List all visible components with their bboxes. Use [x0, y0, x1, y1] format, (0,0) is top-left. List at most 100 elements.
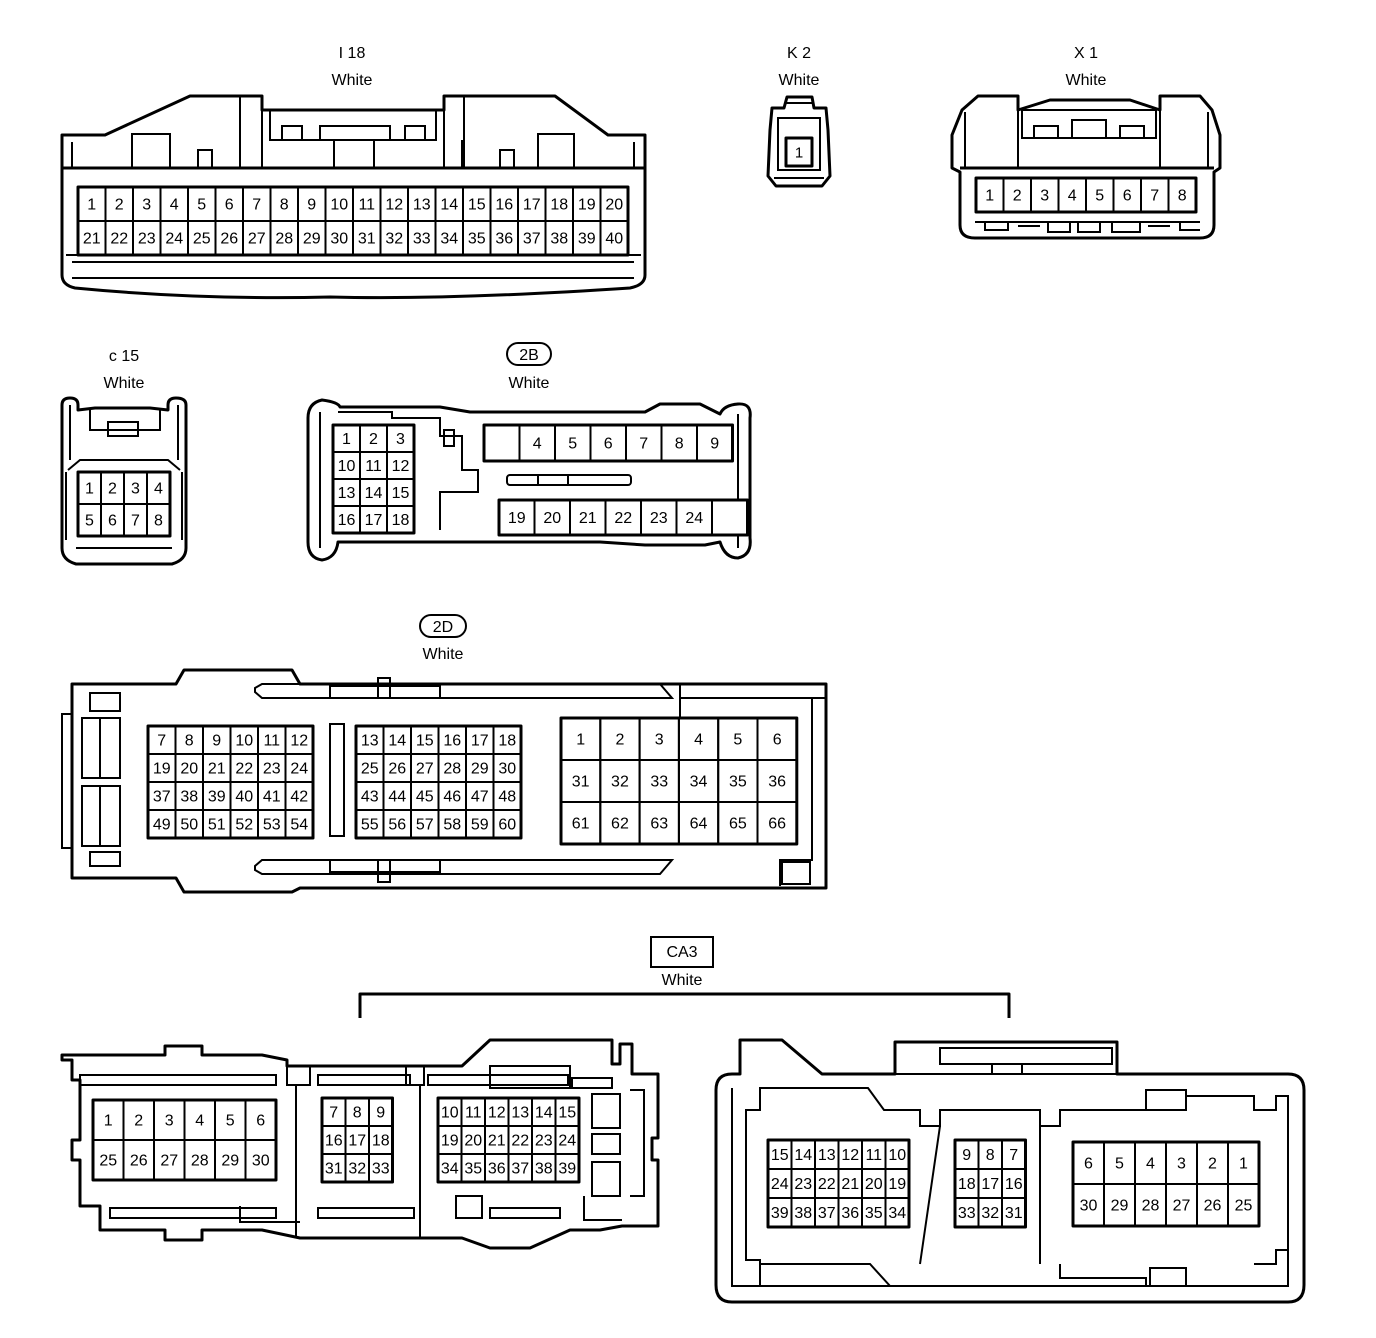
- pin-number: 7: [1150, 188, 1159, 205]
- pin-number: 36: [768, 774, 786, 791]
- connector-x1-code: X 1: [1074, 45, 1098, 62]
- pin-number: 35: [464, 1161, 482, 1178]
- pin-number: 19: [578, 197, 596, 214]
- pin-number: 20: [605, 197, 623, 214]
- pin-number: 28: [1142, 1198, 1160, 1215]
- pin-number: 16: [495, 197, 513, 214]
- pin-number: 22: [110, 231, 128, 248]
- pin-number: 37: [511, 1161, 529, 1178]
- pin-number: 15: [558, 1105, 576, 1122]
- pin-number: 36: [495, 231, 513, 248]
- pin-number: 58: [443, 817, 461, 834]
- pin-number: 35: [729, 774, 747, 791]
- pin-number: 8: [675, 436, 684, 453]
- pin-cell: [1001, 1197, 1027, 1228]
- pin-number: 27: [248, 231, 266, 248]
- pin-number: 22: [511, 1133, 529, 1150]
- pin-number: 28: [275, 231, 293, 248]
- pin-cell: [884, 1197, 910, 1228]
- pin-number: 52: [235, 817, 253, 834]
- pin-number: 27: [1173, 1198, 1191, 1215]
- pin-number: 16: [1005, 1176, 1023, 1193]
- pin-number: 31: [358, 231, 376, 248]
- pin-number: 1: [85, 481, 94, 498]
- pin-number: 53: [263, 817, 281, 834]
- connector-2d-code: 2D: [433, 619, 453, 636]
- pin-number: 24: [771, 1176, 789, 1193]
- pin-number: 22: [614, 510, 632, 527]
- pin-number: 3: [396, 431, 405, 448]
- pin-number: 9: [307, 197, 316, 214]
- pin-number: 36: [841, 1205, 859, 1222]
- connector-k2-code: K 2: [787, 45, 811, 62]
- pin-number: 11: [465, 1105, 482, 1122]
- pin-number: 23: [535, 1133, 553, 1150]
- pin-number: 39: [208, 789, 226, 806]
- pin-number: 32: [385, 231, 403, 248]
- pin-number: 17: [471, 733, 489, 750]
- pin-number: 13: [818, 1147, 836, 1164]
- pin-number: 26: [130, 1153, 148, 1170]
- pin-number: 21: [83, 231, 101, 248]
- pin-cell: [244, 1139, 277, 1181]
- pin-number: 3: [655, 732, 664, 749]
- pin-number: 8: [280, 197, 289, 214]
- pin-number: 59: [471, 817, 489, 834]
- pin-number: 9: [962, 1147, 971, 1164]
- pin-number: 33: [958, 1205, 976, 1222]
- pin-number: 10: [441, 1105, 459, 1122]
- pin-number: 6: [225, 197, 234, 214]
- pin-number: 3: [1177, 1156, 1186, 1173]
- pin-number: 17: [348, 1133, 366, 1150]
- pin-cell: [785, 137, 813, 167]
- pin-number: 4: [195, 1113, 204, 1130]
- pin-number: 5: [1095, 188, 1104, 205]
- pin-number: 7: [157, 733, 166, 750]
- connector-2b-code: 2B: [519, 347, 539, 364]
- pin-number: 4: [533, 436, 542, 453]
- pin-number: 1: [795, 145, 803, 162]
- pin-number: 38: [794, 1205, 812, 1222]
- pin-number: 1: [104, 1113, 113, 1130]
- pin-number: 37: [818, 1205, 836, 1222]
- pin-number: 63: [650, 816, 668, 833]
- pin-number: 22: [818, 1176, 836, 1193]
- pin-number: 54: [290, 817, 308, 834]
- pin-number: 4: [1068, 188, 1077, 205]
- pin-number: 30: [252, 1153, 270, 1170]
- pin-cell: [756, 801, 798, 845]
- pin-number: 2: [1208, 1156, 1217, 1173]
- pin-number: 45: [416, 789, 434, 806]
- pin-number: 10: [235, 733, 253, 750]
- pin-number: 5: [85, 513, 94, 530]
- pin-number: 1: [87, 197, 96, 214]
- pin-number: 18: [498, 733, 516, 750]
- pin-number: 7: [329, 1105, 338, 1122]
- pin-number: 30: [498, 761, 516, 778]
- pin-number: 15: [468, 197, 486, 214]
- pin-number: 17: [523, 197, 541, 214]
- pin-number: 19: [508, 510, 526, 527]
- pin-number: 55: [361, 817, 379, 834]
- pin-number: 14: [365, 485, 383, 502]
- pin-number: 18: [958, 1176, 976, 1193]
- pin-number: 14: [535, 1105, 553, 1122]
- pin-number: 21: [841, 1176, 859, 1193]
- pin-number: 12: [488, 1105, 506, 1122]
- pin-number: 33: [413, 231, 431, 248]
- connector-2d-code-badge: [419, 614, 467, 638]
- pin-number: 12: [385, 197, 403, 214]
- pin-number: 5: [733, 732, 742, 749]
- pin-number: 16: [338, 512, 356, 529]
- pin-cell: [492, 809, 522, 839]
- pin-number: 32: [348, 1161, 366, 1178]
- pin-number: 24: [165, 231, 183, 248]
